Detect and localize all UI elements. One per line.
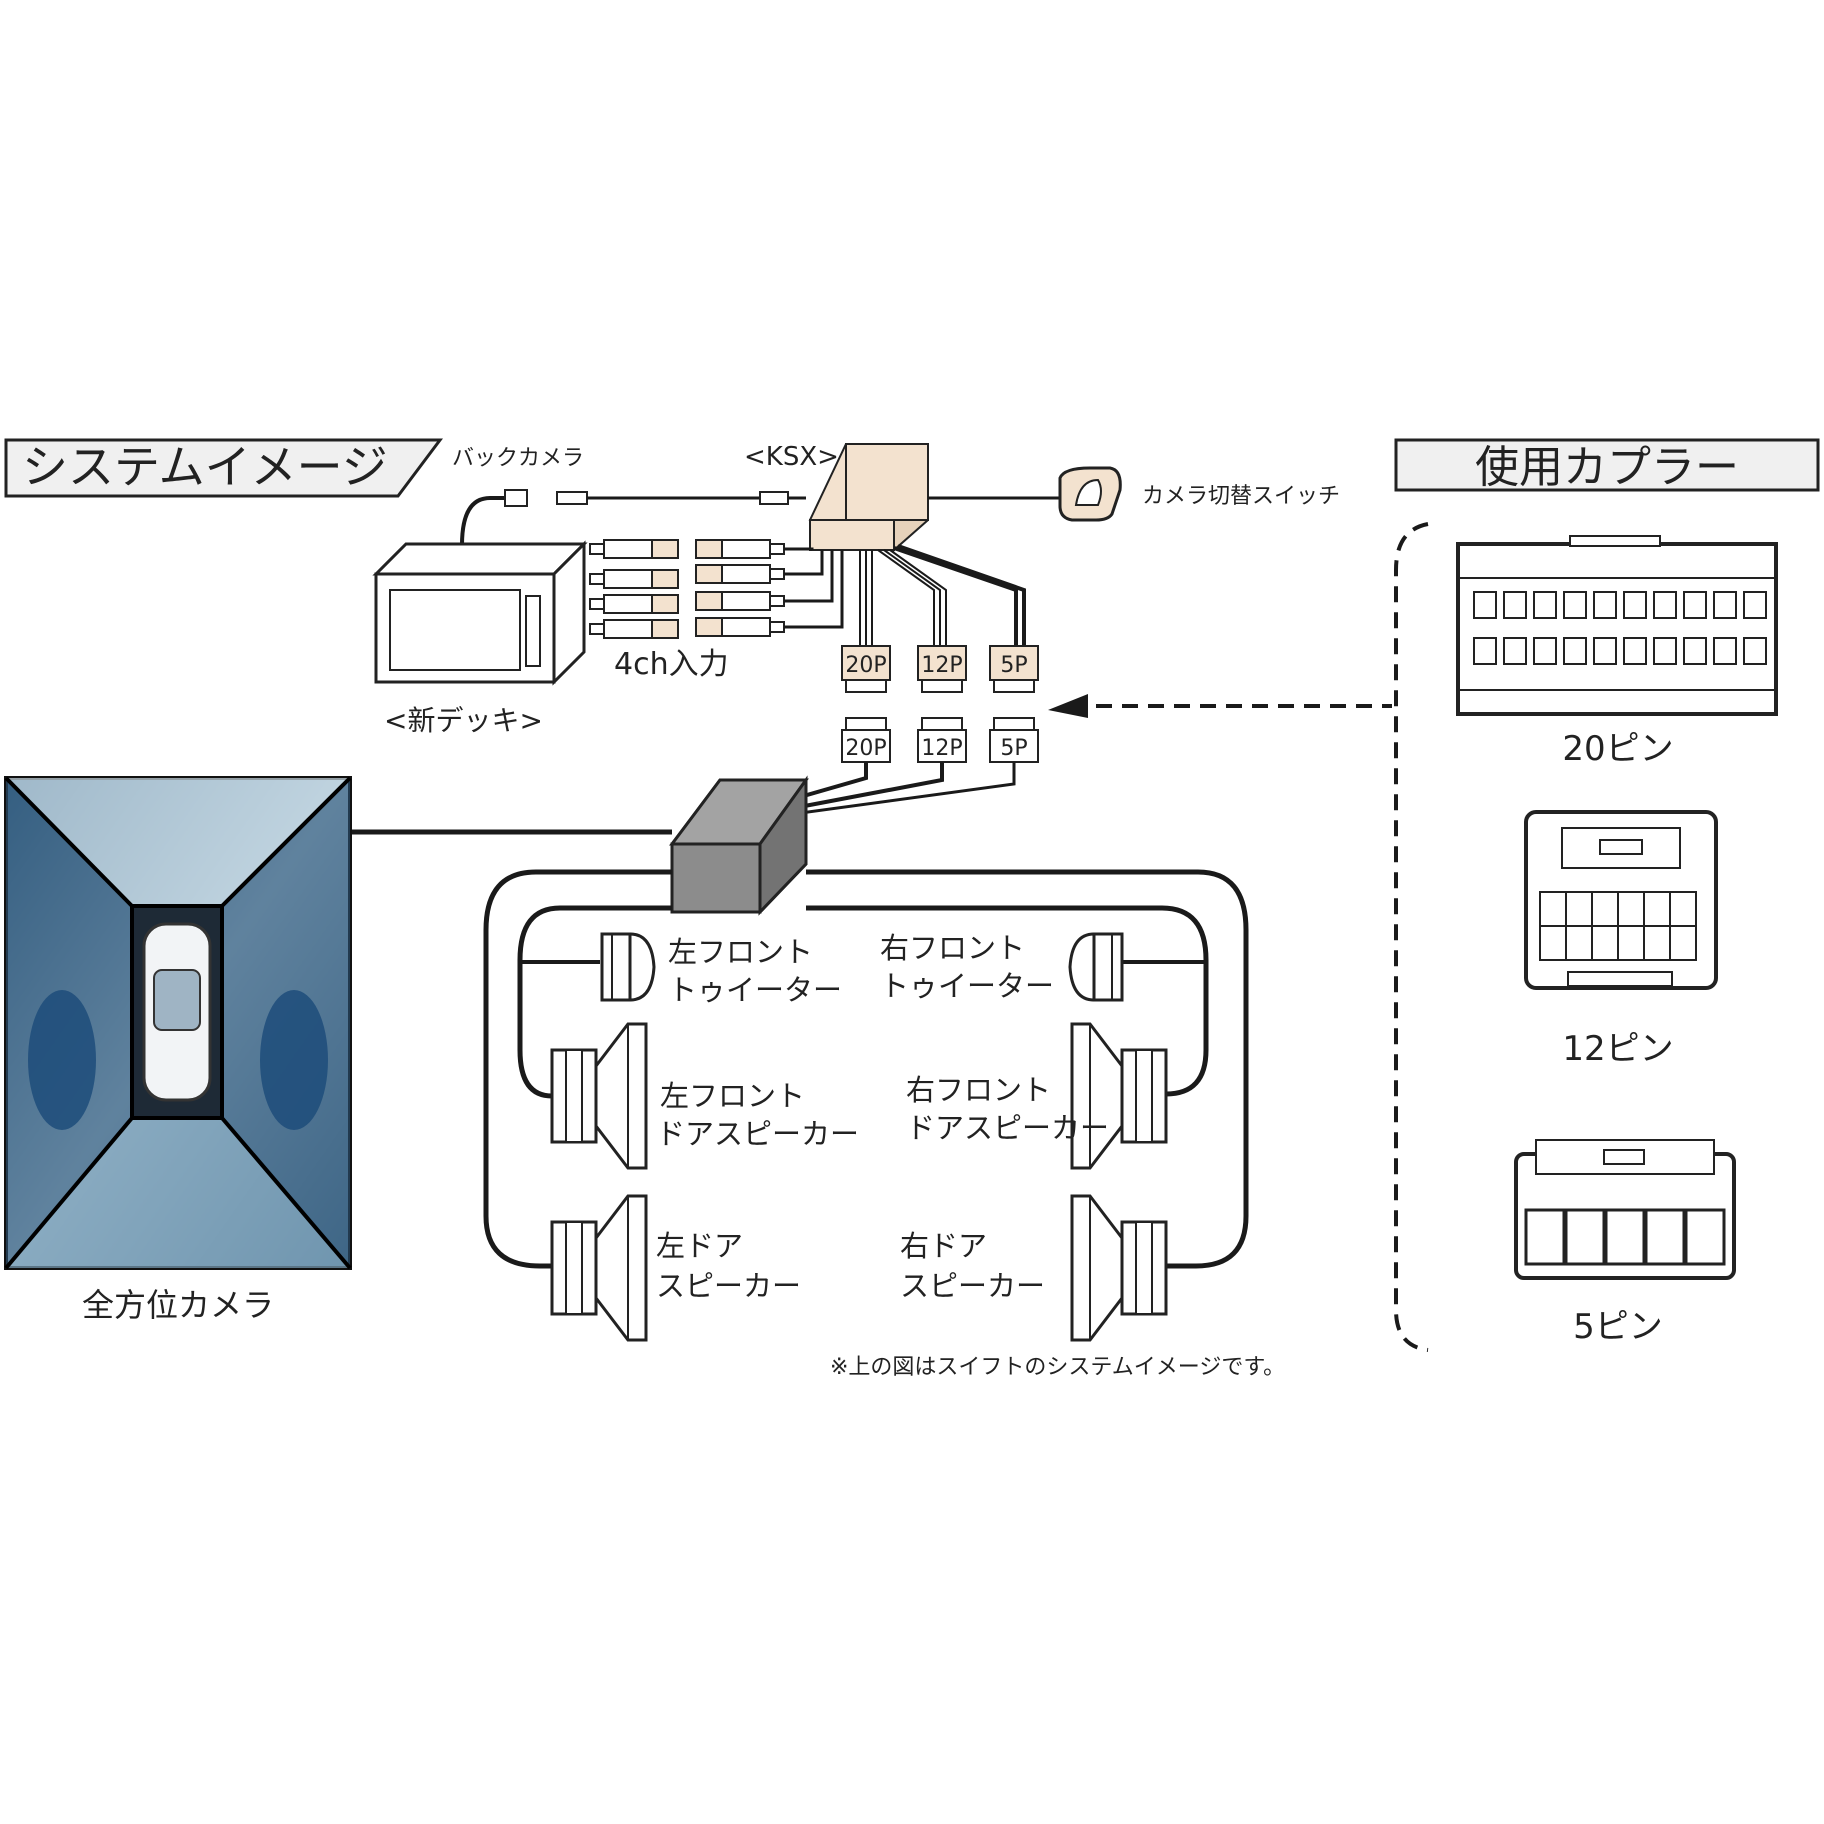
connector-20p-lower: 20P bbox=[841, 717, 891, 763]
left-front-tweeter-label-1: 左フロント bbox=[668, 935, 813, 969]
left-front-door-speaker-label-2: ドアスピーカー bbox=[656, 1117, 859, 1151]
coupler-title: 使用カプラー bbox=[1394, 438, 1820, 493]
left-front-tweeter bbox=[600, 932, 656, 1002]
vehicle-unit bbox=[669, 775, 809, 916]
coupler-20-pin-label: 20ピン bbox=[1562, 729, 1673, 769]
connector-5p-lower: 5P bbox=[989, 717, 1039, 763]
right-front-door-speaker-label-1: 右フロント bbox=[906, 1073, 1051, 1107]
rca-wires bbox=[784, 547, 844, 629]
connector-20p-upper: 20P bbox=[841, 645, 891, 693]
connector-12p-upper-text: 12P bbox=[921, 653, 962, 678]
right-door-speaker-label-1: 右ドア bbox=[900, 1229, 987, 1263]
left-door-speaker bbox=[550, 1194, 648, 1342]
right-front-tweeter bbox=[1068, 932, 1124, 1002]
input-4ch-label: 4ch入力 bbox=[614, 647, 729, 682]
connector-12p-lower: 12P bbox=[917, 717, 967, 763]
new-deck bbox=[372, 540, 588, 686]
right-front-door-speaker bbox=[1070, 1022, 1168, 1170]
right-door-speaker-label-2: スピーカー bbox=[900, 1269, 1045, 1303]
connector-20p-lower-text: 20P bbox=[845, 736, 886, 761]
connector-5p-upper-text: 5P bbox=[1000, 653, 1027, 678]
coupler-pointer bbox=[1048, 694, 1392, 718]
speaker-wiring bbox=[483, 869, 1249, 1269]
left-front-door-speaker bbox=[550, 1022, 648, 1170]
right-front-tweeter-label-2: トゥイーター bbox=[880, 969, 1054, 1003]
coupler-20-pin-icon bbox=[1456, 535, 1778, 716]
connector-5p-upper: 5P bbox=[989, 645, 1039, 693]
coupler-bracket bbox=[1394, 522, 1429, 1352]
new-deck-label: <新デッキ> bbox=[384, 704, 543, 737]
rca-right-group bbox=[695, 539, 785, 637]
coupler-12-pin-icon bbox=[1524, 810, 1718, 990]
back-camera-label: バックカメラ bbox=[452, 446, 584, 471]
left-door-speaker-label-2: スピーカー bbox=[656, 1269, 801, 1303]
system-image-title: システムイメージ bbox=[4, 438, 443, 498]
system-image-note: ※上の図はスイフトのシステムイメージです。 bbox=[830, 1355, 1285, 1380]
right-front-tweeter-label-1: 右フロント bbox=[880, 931, 1025, 965]
coupler-5-pin-label: 5ピン bbox=[1573, 1307, 1663, 1347]
ksx-harness-wires bbox=[859, 544, 1026, 645]
coupler-5-pin-icon bbox=[1514, 1139, 1736, 1280]
back-camera-cable bbox=[460, 489, 806, 546]
ksx-unit bbox=[808, 443, 929, 553]
coupler-12-pin-label: 12ピン bbox=[1562, 1029, 1673, 1069]
camera-switch-label: カメラ切替スイッチ bbox=[1142, 484, 1340, 509]
rca-left-group bbox=[589, 539, 679, 639]
connector-20p-upper-text: 20P bbox=[845, 653, 886, 678]
camera-switch bbox=[928, 466, 1122, 522]
left-front-door-speaker-label-1: 左フロント bbox=[660, 1079, 805, 1113]
connector-12p-upper: 12P bbox=[917, 645, 967, 693]
omni-camera-image bbox=[4, 776, 352, 1270]
coupler-title-text: 使用カプラー bbox=[1475, 442, 1739, 493]
system-image-title-text: システムイメージ bbox=[22, 440, 388, 494]
left-front-tweeter-label-2: トゥイーター bbox=[668, 973, 842, 1007]
right-front-door-speaker-label-2: ドアスピーカー bbox=[906, 1111, 1109, 1145]
ksx-label: <KSX> bbox=[744, 442, 839, 472]
connector-12p-lower-text: 12P bbox=[921, 736, 962, 761]
right-door-speaker bbox=[1070, 1194, 1168, 1342]
left-door-speaker-label-1: 左ドア bbox=[656, 1229, 743, 1263]
connector-5p-lower-text: 5P bbox=[1000, 736, 1027, 761]
omni-camera-label: 全方位カメラ bbox=[82, 1286, 274, 1324]
